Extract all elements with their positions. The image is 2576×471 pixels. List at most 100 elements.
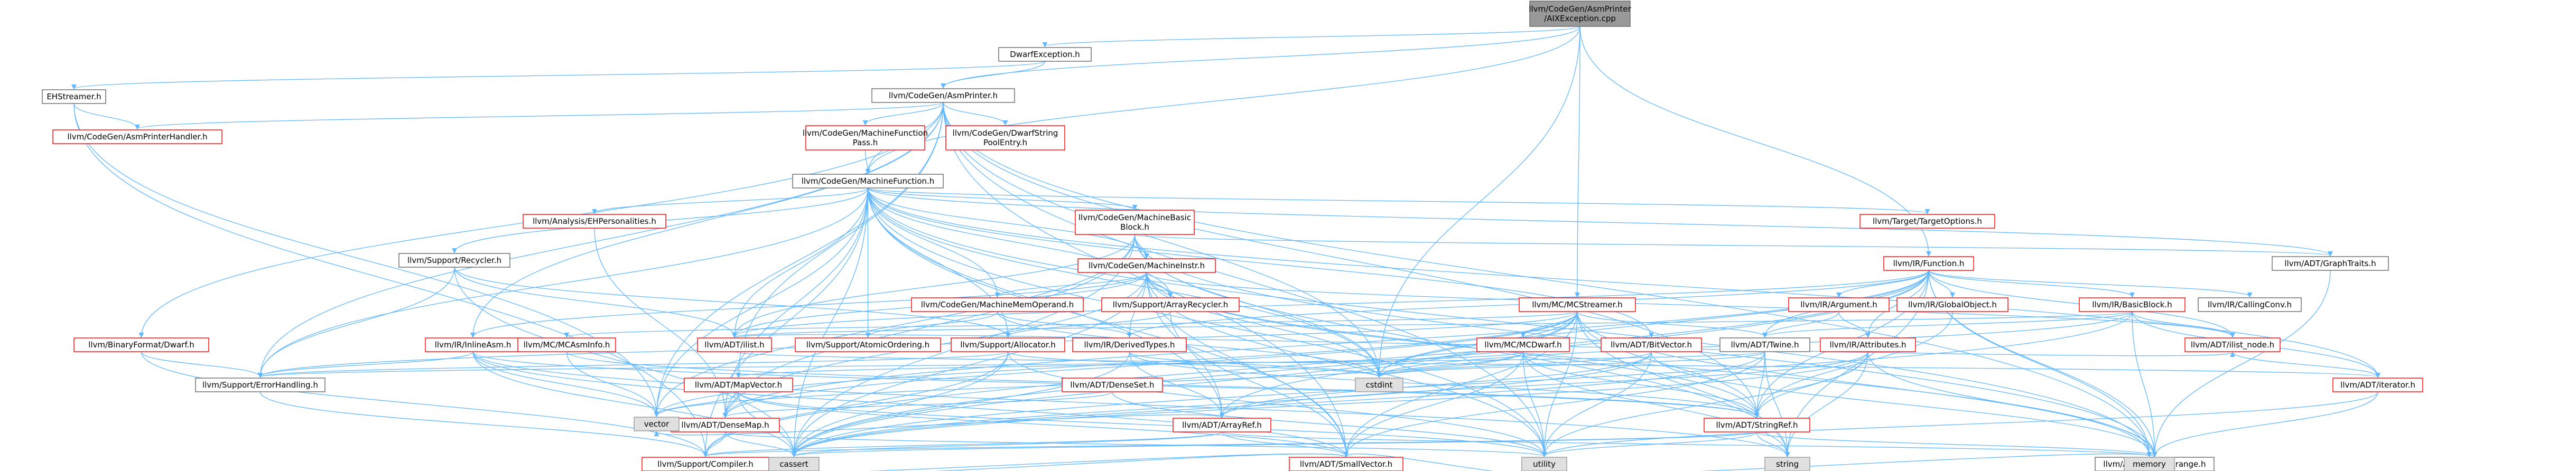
node-label: string	[1776, 459, 1799, 469]
dependency-edge	[867, 187, 1135, 209]
node-label: llvm/CodeGen/MachineFunction.h	[802, 176, 935, 186]
dependency-edge	[1651, 351, 2155, 456]
node-mmo[interactable]: llvm/CodeGen/MachineMemOperand.h	[911, 297, 1084, 312]
node-label: llvm/Support/Recycler.h	[407, 256, 501, 265]
dependency-edge	[1134, 234, 2331, 256]
node-string: string	[1764, 457, 1810, 471]
node-globalobject[interactable]: llvm/IR/GlobalObject.h	[1896, 297, 2008, 312]
node-smallvector[interactable]: llvm/ADT/SmallVector.h	[1289, 457, 1403, 471]
node-machinefunction[interactable]: llvm/CodeGen/MachineFunction.h	[792, 174, 944, 189]
node-targetoptions[interactable]: llvm/Target/TargetOptions.h	[1859, 214, 1995, 229]
node-compiler[interactable]: llvm/Support/Compiler.h	[641, 457, 769, 471]
dependency-edge	[1867, 351, 2155, 456]
node-box	[73, 337, 209, 352]
dependency-edge	[726, 391, 1113, 417]
node-label: llvm/MC/MCAsmInfo.h	[524, 340, 610, 350]
dependency-edge	[454, 267, 734, 337]
dependency-edge	[657, 102, 944, 416]
node-machineinstr[interactable]: llvm/CodeGen/MachineInstr.h	[1077, 258, 1216, 273]
dependency-edge	[74, 61, 1046, 89]
node-cassert: cassert	[768, 457, 820, 471]
node-graphtraits[interactable]: llvm/ADT/GraphTraits.h	[2272, 256, 2389, 271]
node-binaryformatdwarf[interactable]: llvm/BinaryFormat/Dwarf.h	[73, 337, 209, 352]
node-inlineasm[interactable]: llvm/IR/InlineAsm.h	[425, 337, 521, 352]
node-ilist[interactable]: llvm/ADT/ilist.h	[697, 337, 772, 352]
node-arrayrecycler[interactable]: llvm/Support/ArrayRecycler.h	[1101, 297, 1240, 312]
node-asmprinterhandler[interactable]: llvm/CodeGen/AsmPrinterHandler.h	[52, 129, 222, 144]
node-bitvector[interactable]: llvm/ADT/BitVector.h	[1601, 337, 1702, 352]
node-ilistnode[interactable]: llvm/ADT/ilist_node.h	[2184, 337, 2281, 352]
dependency-edge	[2155, 391, 2378, 456]
dependency-edge	[794, 351, 1130, 456]
node-label: llvm/IR/Function.h	[1893, 259, 1965, 268]
node-cstdint: cstdint	[1355, 378, 1403, 392]
node-label: vector	[644, 419, 669, 429]
dependency-edge	[734, 311, 2133, 337]
node-iterator[interactable]: llvm/ADT/iterator.h	[2332, 378, 2423, 392]
node-box	[634, 417, 680, 431]
node-ehstreamer[interactable]: EHStreamer.h	[42, 89, 106, 104]
dependency-edge	[794, 431, 1223, 456]
dependency-edge	[1838, 311, 1868, 337]
node-atomicordering[interactable]: llvm/Support/AtomicOrdering.h	[795, 337, 941, 352]
node-label: utility	[1533, 459, 1556, 469]
node-box	[1062, 378, 1163, 392]
node-label: llvm/CodeGen/MachineMemOperand.h	[921, 300, 1074, 309]
node-mcasminfo[interactable]: llvm/MC/MCAsmInfo.h	[517, 337, 616, 352]
node-ehpersonalities[interactable]: llvm/Analysis/EHPersonalities.h	[523, 214, 666, 229]
dependency-edge	[2132, 311, 2233, 337]
node-label: llvm/ADT/ilist_node.h	[2191, 340, 2274, 350]
dependency-edge	[1928, 270, 2132, 297]
node-irargument[interactable]: llvm/IR/Argument.h	[1788, 297, 1890, 312]
dependency-edge	[867, 187, 1346, 456]
node-box	[2124, 457, 2175, 471]
dependency-edge	[734, 270, 1929, 337]
node-box	[1764, 457, 1810, 471]
node-box	[1289, 457, 1403, 471]
node-allocator[interactable]: llvm/Support/Allocator.h	[951, 337, 1065, 352]
dependency-edge	[1222, 351, 1868, 417]
node-box	[2079, 297, 2186, 312]
node-box	[641, 457, 769, 471]
node-basicblock[interactable]: llvm/IR/BasicBlock.h	[2079, 297, 2186, 312]
node-recycler[interactable]: llvm/Support/Recycler.h	[398, 253, 510, 268]
node-attributes[interactable]: llvm/IR/Attributes.h	[1820, 337, 1916, 352]
dependency-edge	[864, 149, 868, 173]
node-irfunction[interactable]: llvm/IR/Function.h	[1883, 256, 1974, 271]
node-label: llvm/Support/Compiler.h	[657, 459, 754, 469]
dependency-edge	[594, 187, 869, 213]
node-arrayref[interactable]: llvm/ADT/ArrayRef.h	[1173, 418, 1271, 432]
node-label: llvm/MC/MCDwarf.h	[1484, 340, 1561, 350]
node-densemap[interactable]: llvm/ADT/DenseMap.h	[671, 418, 780, 432]
node-label: Pass.h	[853, 138, 878, 147]
dependency-edge	[2155, 270, 2331, 456]
node-derivedtypes[interactable]: llvm/IR/DerivedTypes.h	[1072, 337, 1187, 352]
dependency-edge	[867, 187, 1380, 377]
node-asmprinter[interactable]: llvm/CodeGen/AsmPrinter.h	[871, 88, 1015, 103]
node-box	[517, 337, 616, 352]
node-stringref[interactable]: llvm/ADT/StringRef.h	[1704, 418, 1810, 432]
node-label: llvm/MC/MCStreamer.h	[1532, 300, 1622, 309]
node-box	[1883, 256, 1974, 271]
node-twine[interactable]: llvm/ADT/Twine.h	[1719, 337, 1810, 352]
node-mcdwarf[interactable]: llvm/MC/MCDwarf.h	[1476, 337, 1570, 352]
node-label: cstdint	[1365, 380, 1392, 390]
node-callingconv[interactable]: llvm/IR/CallingConv.h	[2198, 297, 2302, 312]
node-dwarfexception[interactable]: DwarfException.h	[998, 47, 1092, 62]
node-box	[792, 174, 944, 189]
node-denseset[interactable]: llvm/ADT/DenseSet.h	[1062, 378, 1163, 392]
node-root[interactable]: llvm/CodeGen/AsmPrinter/AIXException.cpp	[1529, 1, 1631, 27]
node-box	[871, 88, 1015, 103]
node-box	[951, 337, 1065, 352]
node-label: llvm/BinaryFormat/Dwarf.h	[88, 340, 194, 350]
node-utility: utility	[1521, 457, 1567, 471]
node-errorhandling[interactable]: llvm/Support/ErrorHandling.h	[195, 378, 326, 392]
node-box	[697, 337, 772, 352]
dependency-edge	[1788, 351, 1868, 456]
node-mcstreamer[interactable]: llvm/MC/MCStreamer.h	[1519, 297, 1636, 312]
dependency-edge	[998, 272, 1147, 297]
node-mapvector[interactable]: llvm/ADT/MapVector.h	[684, 378, 793, 392]
